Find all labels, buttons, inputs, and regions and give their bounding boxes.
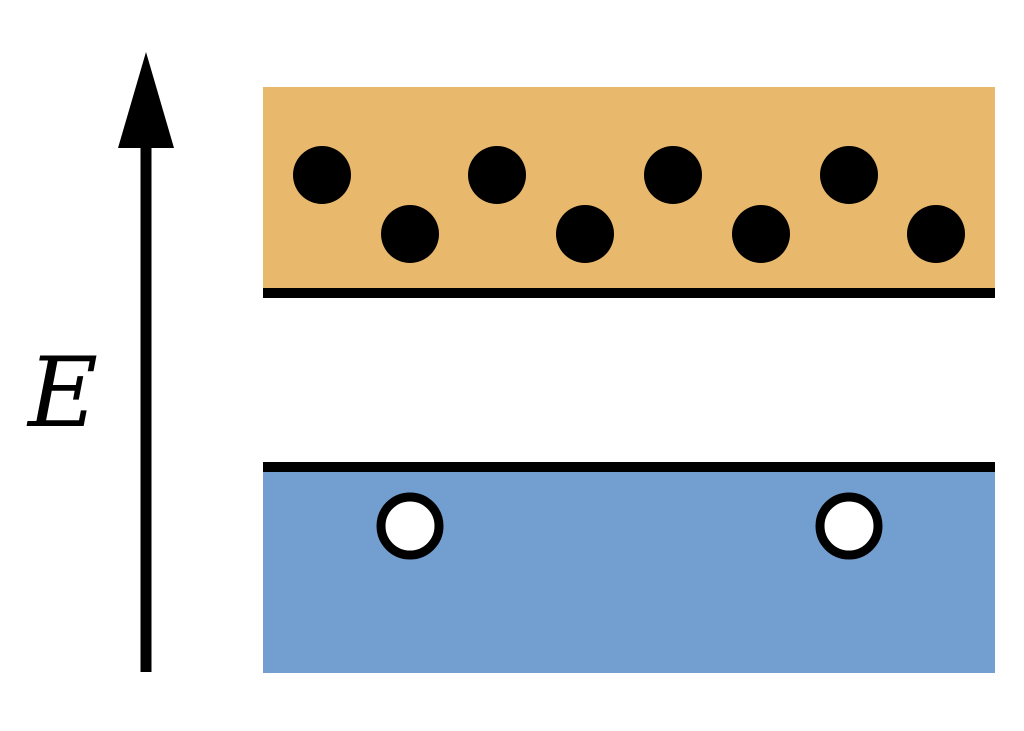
energy-axis-arrowhead — [118, 52, 174, 148]
energy-axis-label: E — [26, 337, 98, 449]
valence-band-rect — [263, 467, 995, 673]
holes — [376, 492, 883, 560]
electrons — [293, 146, 965, 263]
energy-axis: E — [26, 52, 174, 672]
electron — [381, 205, 439, 263]
electron — [732, 205, 790, 263]
conduction-band-rect — [263, 87, 995, 293]
conduction-band — [263, 87, 995, 298]
electron — [556, 205, 614, 263]
hole — [815, 492, 883, 560]
hole — [376, 492, 444, 560]
electron — [468, 146, 526, 204]
electron — [907, 205, 965, 263]
electron — [293, 146, 351, 204]
electron — [820, 146, 878, 204]
electron — [644, 146, 702, 204]
valence-band — [263, 462, 995, 673]
